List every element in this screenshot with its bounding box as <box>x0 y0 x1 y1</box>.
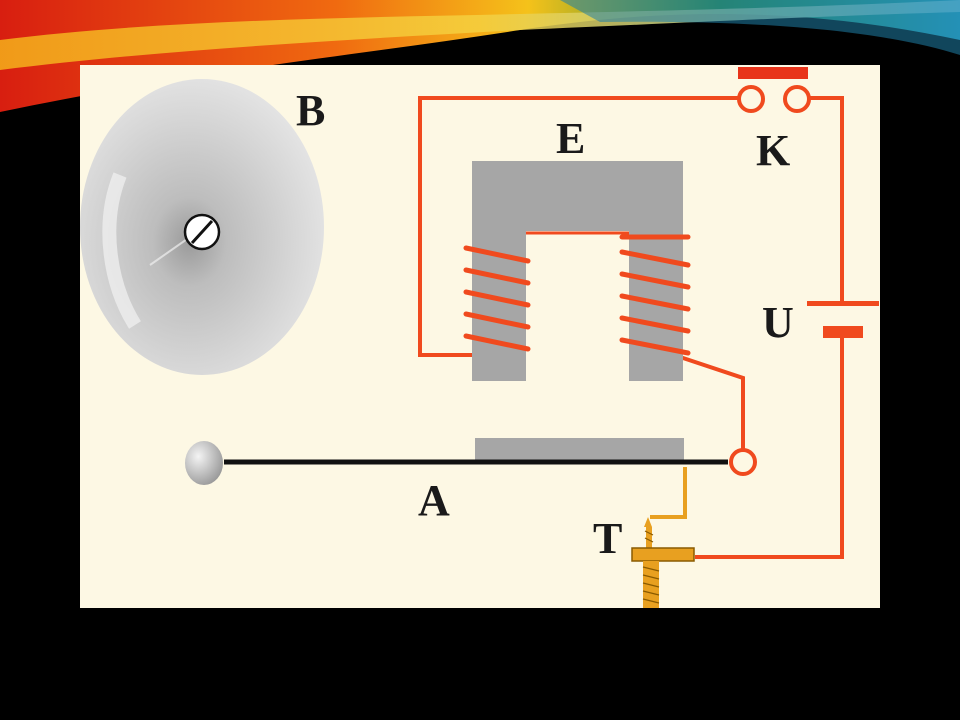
bell-dome-icon <box>80 79 324 375</box>
armature-label: A <box>418 476 450 525</box>
battery-label: U <box>762 298 794 347</box>
armature-iron-plate <box>475 438 684 462</box>
spring-armature-icon <box>650 467 687 519</box>
armature-terminal <box>729 448 757 476</box>
electric-bell-diagram: B E K U A T <box>80 65 880 608</box>
contact-screw-label: T <box>593 514 623 563</box>
push-switch-icon <box>737 67 811 113</box>
electromagnet-label: E <box>556 114 586 163</box>
slide-header-banner <box>0 0 960 112</box>
hammer-ball-icon <box>185 441 223 485</box>
circuit-wires <box>418 96 844 559</box>
switch-label: K <box>756 126 791 175</box>
bell-label: B <box>296 86 326 135</box>
battery-cell-icon <box>807 301 879 338</box>
coil-winding-icon <box>463 234 691 356</box>
diagram-canvas <box>80 67 879 608</box>
contact-screw-icon <box>631 517 695 608</box>
